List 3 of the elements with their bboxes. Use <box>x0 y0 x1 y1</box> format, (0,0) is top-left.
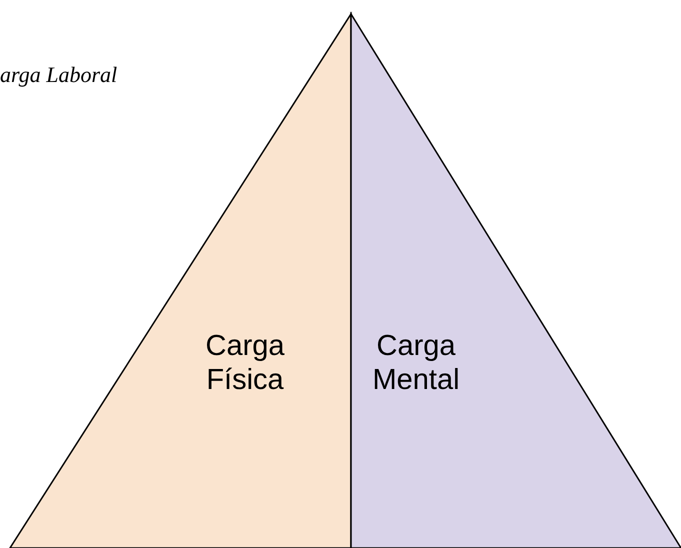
section-label: Carga Mental <box>371 329 461 397</box>
heading-label: arga Laboral <box>0 62 118 88</box>
section-label: Carga Física <box>204 329 286 397</box>
